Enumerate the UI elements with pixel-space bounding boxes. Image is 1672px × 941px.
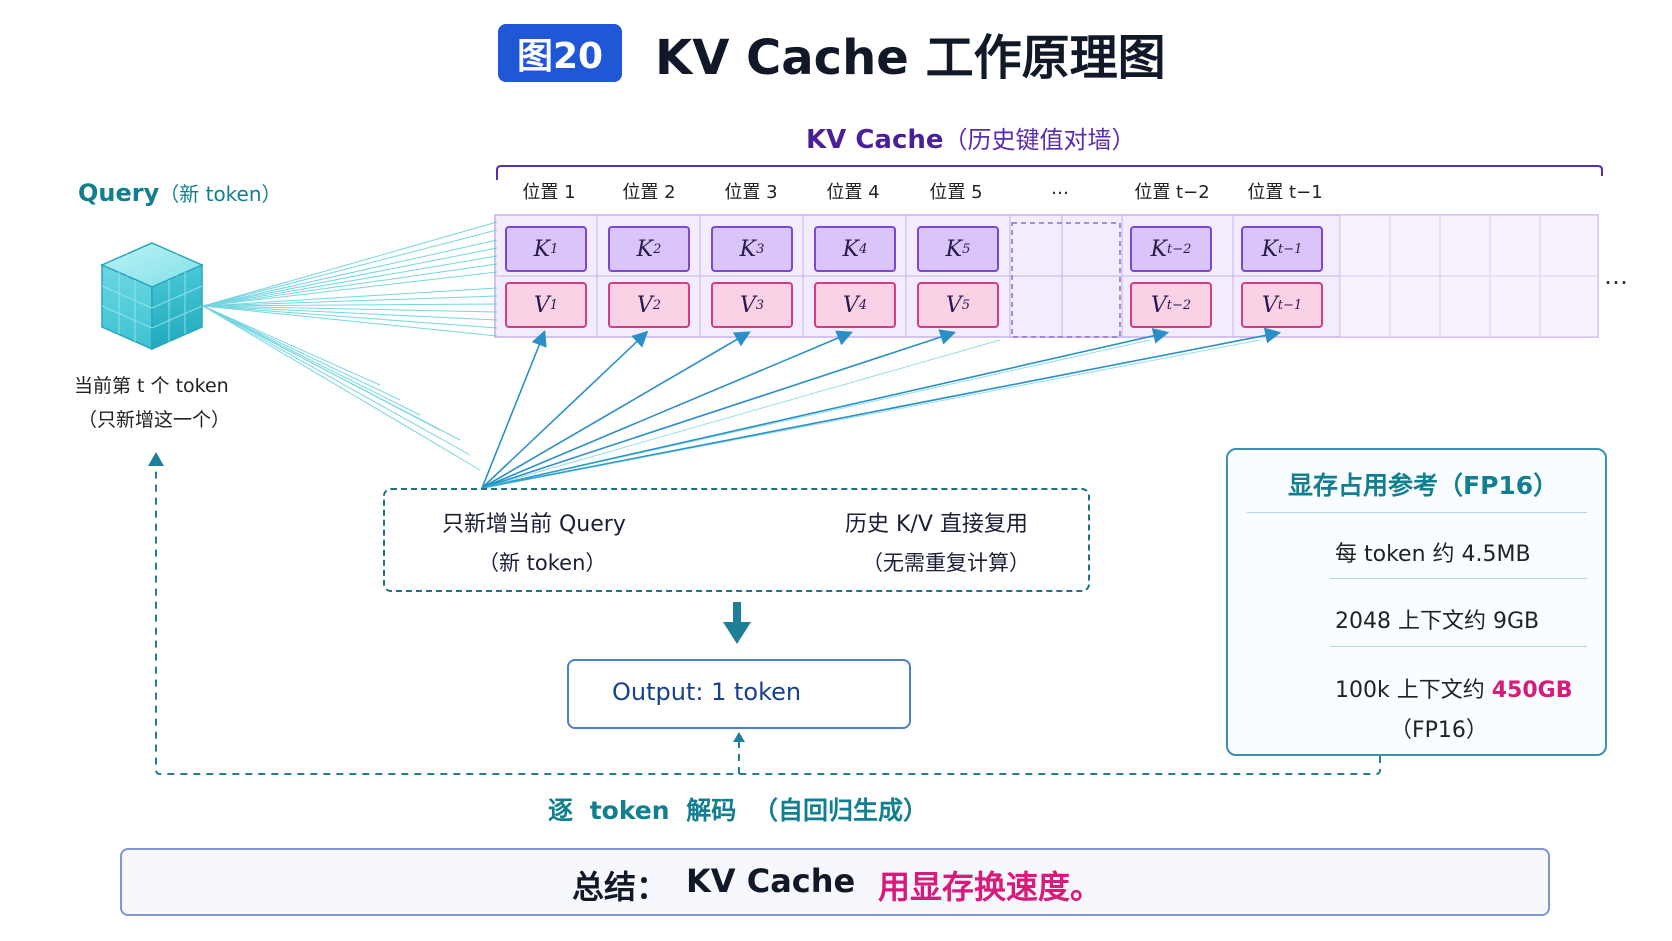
key-cell-letter: K [739,236,757,262]
value-cell-index: t−1 [1277,297,1303,313]
value-cell-letter: V [636,292,653,318]
attention-lines [202,221,498,471]
divider [1330,578,1587,579]
memory-panel-title: 显存占用参考（FP16） [1288,471,1559,500]
new-query-text: 只新增当前 Query [442,512,626,537]
key-cell-letter: K [842,236,860,262]
value-cell-index: 5 [961,297,971,313]
key-cell-index: 5 [962,241,971,257]
memory-row-100k-value: 450GB [1491,678,1573,703]
value-cell-letter: V [739,292,756,318]
key-cell-index: t−1 [1278,241,1303,257]
memory-row-100k-text: 100k 上下文约 [1335,678,1485,703]
position-label: 位置 2 [622,182,676,203]
position-label: 位置 5 [929,182,983,203]
query-caption-2: （只新增这一个） [78,409,231,431]
query-label-main: Query [78,179,160,207]
key-cell-letter: K [945,236,963,262]
position-label-ellipsis: … [1051,178,1069,199]
key-cell-letter: K [1150,236,1168,262]
key-cell-letter: K [533,236,551,262]
divider [1247,512,1587,513]
value-cell-index: 3 [755,297,765,313]
position-label: 位置 3 [724,182,778,203]
cache-continuation: … [1604,262,1628,290]
divider [1330,646,1587,647]
cache-title-paren: （历史键值对墙） [943,126,1136,154]
memory-row-2048: 2048 上下文约 9GB [1335,609,1540,634]
key-cell-letter: K [1261,236,1279,262]
position-label: 位置 4 [826,182,880,203]
new-query-subtext: （新 token） [478,551,607,575]
page-title: KV Cache 工作原理图 [655,30,1166,86]
value-cell-index: 2 [652,297,662,313]
key-cell-index: 4 [859,241,868,257]
value-cell-letter: V [1261,292,1278,318]
memory-panel [1226,448,1607,756]
position-label: 位置 t−1 [1247,182,1323,203]
memory-row-per-token: 每 token 约 4.5MB [1335,542,1531,567]
key-cell-index: 2 [653,241,662,257]
query-label: Query（新 token） [78,178,282,207]
arrow-down-icon [723,602,751,644]
key-cell-index: 1 [550,241,559,257]
value-cell-letter: V [945,292,962,318]
value-cell-index: 4 [858,297,868,313]
key-cell-letter: K [636,236,654,262]
reuse-arrows [481,327,1282,489]
memory-row-100k-sub: （FP16） [1390,718,1488,743]
autoregressive-loop [155,462,1381,775]
value-cell-letter: V [533,292,550,318]
summary-box [120,848,1550,916]
value-cell-letter: V [842,292,859,318]
summary-main: KV Cache [686,862,856,900]
query-cube-icon [100,242,204,351]
summary-accent: 用显存换速度。 [878,868,1103,906]
reuse-explanation-box [383,488,1090,592]
reuse-text: 历史 K/V 直接复用 [845,512,1028,537]
cache-title: KV Cache（历史键值对墙） [806,120,1136,155]
cache-title-main: KV Cache [806,125,944,155]
position-label: 位置 t−2 [1134,182,1210,203]
output-box [567,659,911,729]
key-cell-index: 3 [756,241,765,257]
query-caption-1: 当前第 t 个 token [74,375,229,397]
key-cell-index: t−2 [1167,241,1192,257]
memory-row-100k: 100k 上下文约 450GB [1335,672,1572,704]
decode-label: 逐 token 解码 （自回归生成） [548,796,928,825]
summary-label: 总结： [572,868,669,906]
position-label: 位置 1 [522,182,576,203]
output-label: Output: 1 token [612,678,802,706]
query-label-paren: （新 token） [159,182,282,206]
value-cell-index: t−2 [1166,297,1192,313]
value-cell-letter: V [1150,292,1167,318]
reuse-subtext: （无需重复计算） [862,551,1030,575]
figure-badge: 图20 [498,24,622,82]
value-cell-index: 1 [549,297,559,313]
